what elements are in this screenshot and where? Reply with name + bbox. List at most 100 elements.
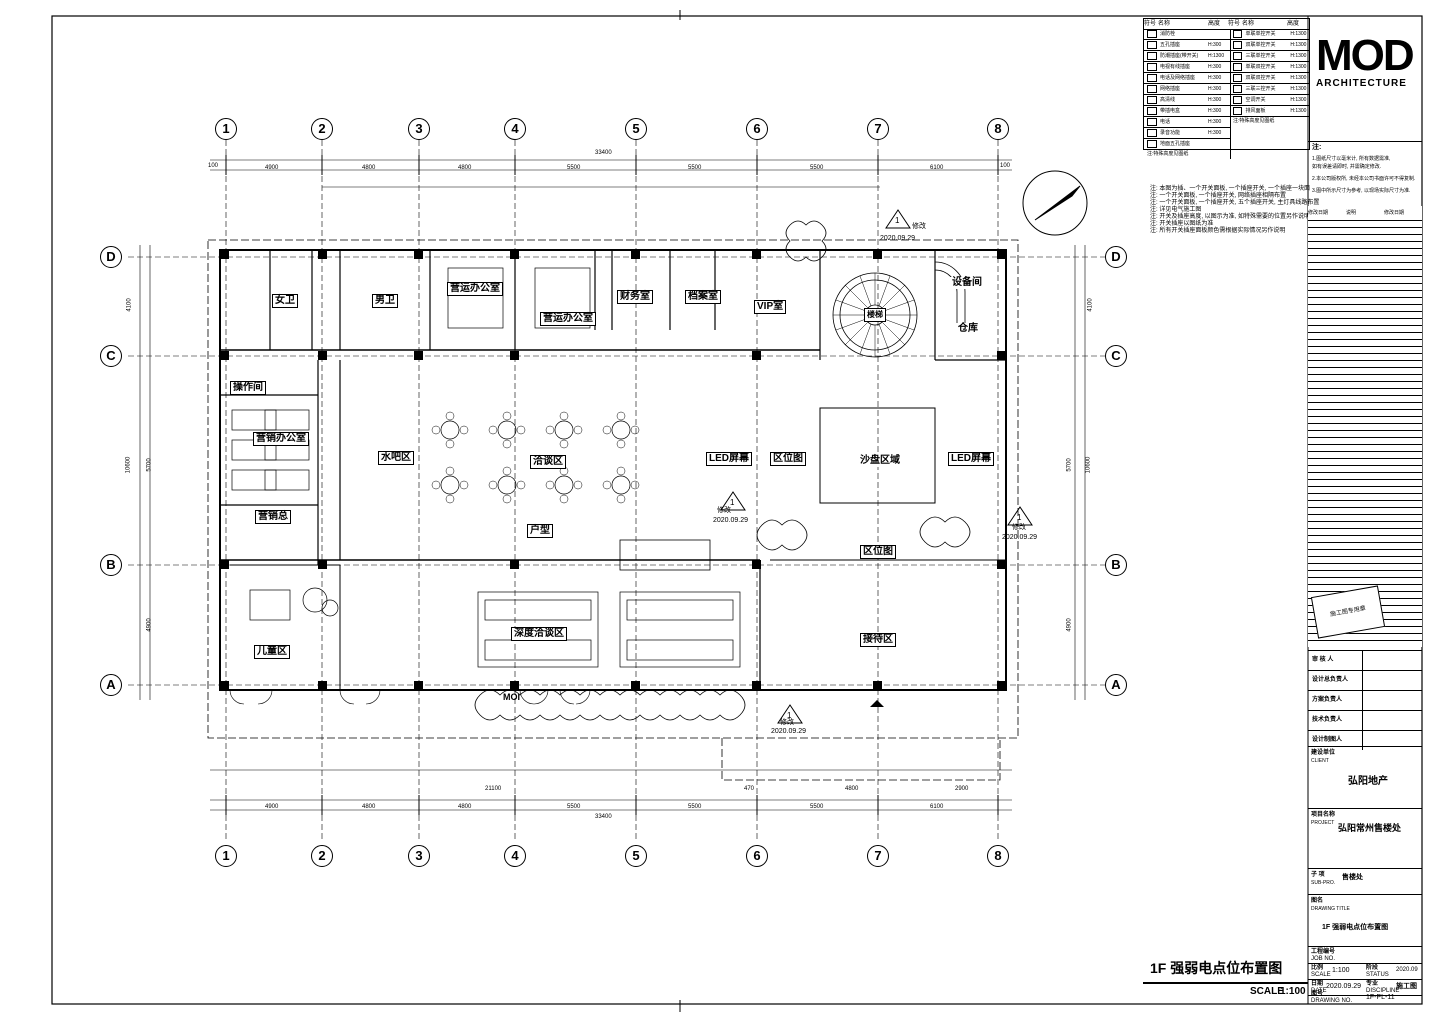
rev-3-label: 修改	[1012, 524, 1026, 531]
scale-label: 比例	[1311, 965, 1324, 971]
grid-row-b-left: B	[100, 554, 122, 576]
scale-en: SCALE	[1311, 972, 1331, 978]
dim-top-6: 5500	[810, 165, 824, 171]
legend-symbol-icon	[1147, 129, 1157, 137]
legend-name: 地面五孔插座	[1160, 141, 1191, 147]
room-zone-map2: 区位图	[860, 545, 896, 559]
legend-height: H:1300	[1290, 86, 1307, 92]
grid-col-3-bottom: 3	[408, 845, 430, 867]
dim-top-5: 5500	[688, 165, 702, 171]
legend-height: H:300	[1208, 108, 1222, 114]
legend-height: H:300	[1208, 42, 1222, 48]
legend-h6: 高度	[1287, 21, 1300, 27]
client-label: 建设单位	[1311, 750, 1336, 756]
dim-left-3: 5700	[146, 458, 153, 472]
role-row: 技术负责人	[1308, 710, 1422, 730]
grid-col-3-top: 3	[408, 118, 430, 140]
job-label: 工程编号	[1311, 949, 1336, 955]
left-row: 电话 H:300	[1144, 117, 1230, 128]
legend-name: 电话	[1160, 119, 1171, 125]
legend-height: H:1300	[1290, 64, 1307, 70]
role-row: 设计总负责人	[1308, 670, 1422, 690]
revision-clouds	[474, 220, 971, 721]
grid-col-4-bottom: 4	[504, 845, 526, 867]
room-reception: 接待区	[860, 633, 896, 647]
role-label: 审 核 人	[1312, 651, 1363, 670]
room-vip: VIP室	[754, 300, 787, 314]
dim-left-2: 10600	[125, 456, 132, 474]
title-label: 图名	[1311, 898, 1324, 904]
legend-height: H:300	[1208, 86, 1222, 92]
dim-bottom-sub-3: 4800	[845, 786, 859, 792]
left-row: 网络插座 H:300	[1144, 84, 1230, 95]
legend-height: H:300	[1208, 119, 1222, 125]
left-row: 地面五孔插座	[1144, 139, 1230, 150]
negotiation-tables	[431, 411, 640, 504]
dim-top-total: 33400	[595, 150, 612, 156]
building-walls	[207, 239, 1019, 781]
dim-top-1: 4900	[265, 165, 279, 171]
scale-label-bottom: SCALE	[1250, 986, 1284, 997]
legend-height: H:300	[1208, 64, 1222, 70]
grid-col-1-bottom: 1	[215, 845, 237, 867]
project-name: 弘阳常州售楼处	[1338, 823, 1402, 833]
logo: MOD ARCHITECTURE	[1316, 31, 1415, 90]
legend-symbol-icon	[1147, 41, 1157, 49]
legend-name: 三联单控开关	[1245, 53, 1276, 59]
role-label: 设计制图人	[1312, 731, 1363, 750]
right-note-5: 注: 开关及插座高度, 以图示为准, 如特殊需要的位置另作说明	[1150, 214, 1311, 220]
office-desks	[231, 267, 591, 621]
project-label: 项目名称	[1311, 812, 1336, 818]
notes-head: 注:	[1312, 144, 1322, 151]
entrance-label: MOI	[503, 692, 520, 702]
legend-symbol-icon	[1147, 52, 1157, 60]
role-label: 技术负责人	[1312, 711, 1363, 730]
legend-name: 三联三控开关	[1245, 86, 1276, 92]
rev-2-num: 1	[730, 498, 735, 507]
dim-top-end-right: 100	[1000, 163, 1011, 169]
legend-h1: 符号	[1144, 21, 1157, 27]
room-negotiation: 洽谈区	[530, 455, 566, 469]
scale-value-bottom: 1:100	[1280, 986, 1306, 997]
legend-name: 网络插座	[1160, 86, 1181, 92]
right-legend-footnote: 注:特殊高度见图纸	[1233, 118, 1275, 124]
deep-talk-sofas	[477, 591, 741, 668]
room-deep-talk: 深度洽谈区	[511, 627, 567, 641]
dim-left-1: 4100	[126, 298, 133, 312]
revision-triangles	[720, 209, 1033, 724]
legend-symbol-icon	[1147, 140, 1157, 148]
legend-symbol-icon	[1147, 63, 1157, 71]
legend-name: 排风面板	[1245, 108, 1266, 114]
dim-bottom-3: 4800	[458, 804, 472, 810]
logo-sub: ARCHITECTURE	[1316, 78, 1407, 89]
roles-table: 审 核 人设计总负责人方案负责人技术负责人设计制图人	[1308, 650, 1422, 750]
north-arrow	[1022, 170, 1088, 236]
role-row: 方案负责人	[1308, 690, 1422, 710]
legend-name: 消防栓	[1160, 31, 1176, 37]
legend-symbol-icon	[1147, 118, 1157, 126]
sub-label: 子 项	[1311, 872, 1325, 878]
left-row: 消防栓	[1144, 29, 1230, 40]
legend-name: 录音功能	[1160, 130, 1181, 136]
rev-4-label: 修改	[780, 719, 794, 726]
logo-text: MOD	[1316, 31, 1415, 80]
legend-height: H:1300	[1290, 75, 1307, 81]
drawing-title: 1F 强弱电点位布置图	[1150, 960, 1283, 976]
sub-en: SUB-PRO.	[1311, 880, 1336, 886]
legend-name: 带插电盒	[1160, 108, 1181, 114]
project-en: PROJECT	[1311, 820, 1335, 826]
rev-1-num: 1	[895, 216, 900, 225]
dim-top-4: 5500	[567, 165, 581, 171]
rev-3-date: 2020.09.29	[1002, 534, 1038, 541]
room-finance: 财务室	[617, 290, 653, 304]
legend-symbol-icon	[1233, 74, 1243, 82]
